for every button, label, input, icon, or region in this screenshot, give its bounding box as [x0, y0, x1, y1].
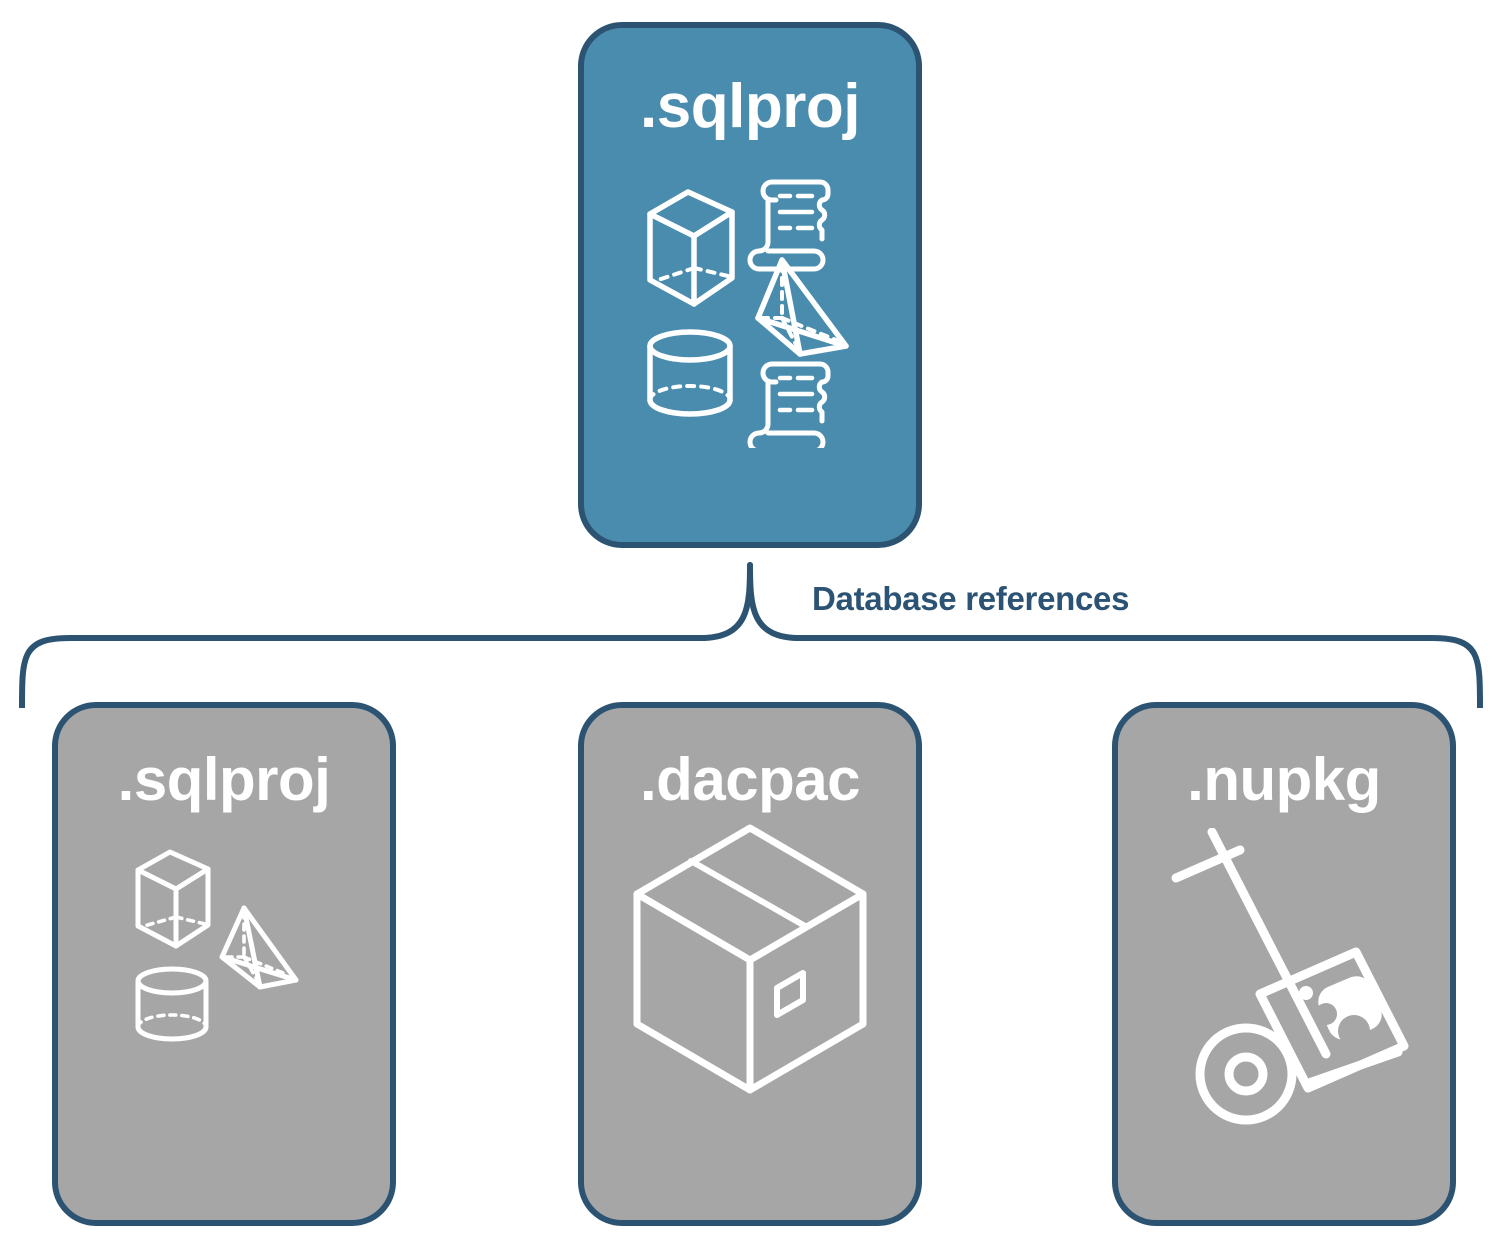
node-root-sqlproj[interactable]: .sqlproj	[578, 22, 922, 548]
connector-label: Database references	[812, 580, 1130, 617]
wireframe-pyramid-icon	[755, 257, 849, 357]
connector-brace	[19, 562, 1483, 708]
wireframe-cylinder-icon	[135, 966, 209, 1042]
wireframe-cube-icon	[135, 849, 211, 949]
wireframe-pyramid-icon	[219, 905, 299, 990]
node-child-dacpac-title: .dacpac	[640, 746, 860, 813]
node-child-nupkg-artwork	[1118, 828, 1450, 1128]
scroll-script-icon	[747, 179, 831, 272]
wireframe-cylinder-icon	[647, 329, 733, 417]
node-child-dacpac[interactable]: .dacpac	[578, 702, 922, 1226]
hand-truck-package-icon	[1171, 828, 1409, 1125]
node-child-sqlproj-artwork	[58, 846, 390, 1066]
scroll-script-icon	[747, 361, 831, 448]
node-child-sqlproj[interactable]: .sqlproj	[52, 702, 396, 1226]
node-root-artwork	[584, 168, 916, 448]
node-child-nupkg-title: .nupkg	[1187, 746, 1381, 813]
node-root-title: .sqlproj	[640, 72, 860, 141]
shipping-box-icon	[633, 824, 867, 1094]
wireframe-cube-icon	[647, 189, 735, 307]
node-child-sqlproj-title: .sqlproj	[117, 746, 331, 813]
node-child-dacpac-artwork	[584, 818, 916, 1108]
node-child-nupkg[interactable]: .nupkg	[1112, 702, 1456, 1226]
